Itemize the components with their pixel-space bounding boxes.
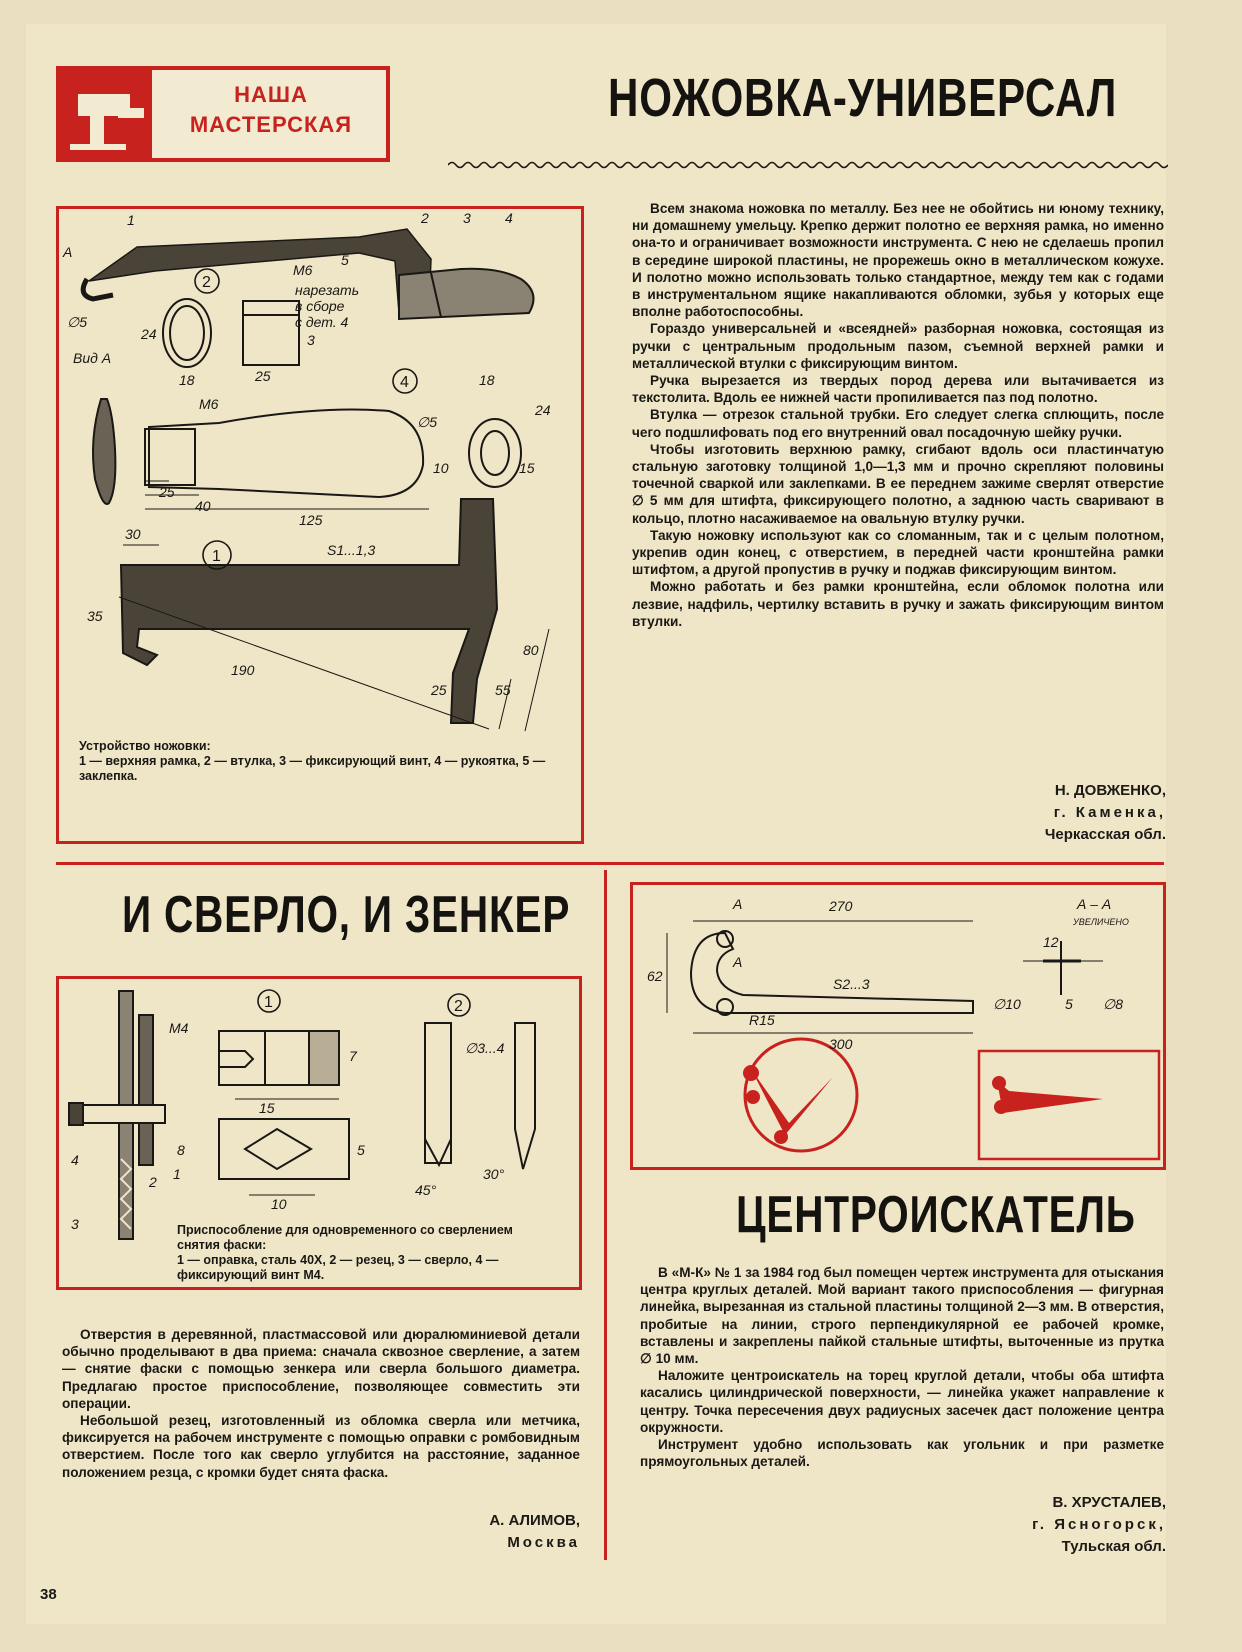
article3-body: В «М-К» № 1 за 1984 год был помещен черт… [640, 1265, 1164, 1470]
label-40: 40 [195, 498, 211, 514]
hacksaw-figure: 2 4 1 1 2 3 4 5 А ∅5 Вид А М6 нарезать в… [56, 206, 584, 844]
label-24: 24 [140, 326, 157, 342]
article1-city: г. Каменка, [1053, 804, 1166, 821]
section-divider [56, 862, 1164, 865]
article3-signature: В. ХРУСТАЛЕВ, г. Ясногорск, Тульская обл… [860, 1492, 1166, 1558]
label-80: 80 [523, 642, 539, 658]
label-d34: ∅3...4 [465, 1040, 505, 1056]
label-c1: 1 [264, 994, 273, 1011]
drill-figure: 1 2 М4 7 15 8 5 10 ∅3...4 45° 30° 1 2 3 … [56, 976, 582, 1290]
label-5: 5 [1065, 996, 1073, 1012]
label-10: 10 [271, 1196, 287, 1212]
label-r15: R15 [749, 1012, 775, 1028]
wavy-divider [448, 161, 1168, 169]
label-d10: ∅10 [993, 996, 1021, 1012]
magazine-page [26, 24, 1166, 1624]
article2-author: А. АЛИМОВ, [489, 1512, 580, 1529]
article1-body: Всем знакома ножовка по металлу. Без нее… [632, 201, 1164, 629]
label-25b: 25 [158, 484, 175, 500]
article1-signature: Н. ДОВЖЕНКО, г. Каменка, Черкасская обл. [800, 780, 1166, 846]
article2-title: И СВЕРЛО, И ЗЕНКЕР [122, 886, 571, 944]
label-circle-4: 4 [400, 374, 409, 391]
drill-caption: Приспособление для одновременного со све… [177, 1223, 513, 1282]
label-arrow-a: А [62, 244, 72, 260]
label-5: 5 [341, 252, 349, 268]
label-d5b: ∅5 [417, 414, 437, 430]
label-55: 55 [495, 682, 511, 698]
centerfinder-figure: А А 270 S2...3 62 R15 300 А – А УВЕЛИЧЕН… [630, 882, 1166, 1170]
article2-city: Москва [507, 1534, 580, 1551]
hacksaw-drawing: 2 4 1 1 2 3 4 5 А ∅5 Вид А М6 нарезать в… [62, 210, 551, 732]
article1-title: НОЖОВКА-УНИВЕРСАЛ [608, 68, 1118, 128]
label-190: 190 [231, 662, 255, 678]
label-m6b: М6 [199, 396, 219, 412]
label-m6: М6 [293, 262, 313, 278]
label-10: 10 [433, 460, 449, 476]
label-125: 125 [299, 512, 323, 528]
label-a2: А [732, 954, 742, 970]
label-5: 5 [357, 1142, 365, 1158]
article2-body: Отверстия в деревянной, пластмассовой ил… [62, 1327, 580, 1480]
workshop-icon [60, 70, 152, 158]
label-8: 8 [177, 1142, 185, 1158]
label-7: 7 [349, 1048, 358, 1064]
label-4: 4 [505, 210, 513, 226]
label-2: 2 [420, 210, 429, 226]
label-24b: 24 [534, 402, 551, 418]
label-30: 30 [125, 526, 141, 542]
label-enlarged: УВЕЛИЧЕНО [1072, 917, 1129, 927]
section-logo: НАША МАСТЕРСКАЯ [56, 66, 390, 162]
section-label: НАША МАСТЕРСКАЯ [189, 82, 353, 137]
label-25: 25 [254, 368, 271, 384]
label-15: 15 [519, 460, 535, 476]
label-p3: 3 [71, 1216, 79, 1232]
label-a1: А [732, 896, 742, 912]
label-p2: 2 [148, 1174, 157, 1190]
label-15: 15 [259, 1100, 275, 1116]
label-section: А – А [1076, 896, 1111, 912]
label-c2: 2 [454, 998, 463, 1015]
label-62: 62 [647, 968, 663, 984]
label-270: 270 [828, 898, 853, 914]
label-12: 12 [1043, 934, 1059, 950]
article3-city: г. Ясногорск, [1032, 1516, 1166, 1533]
article3-author: В. ХРУСТАЛЕВ, [1052, 1494, 1166, 1511]
label-p4: 4 [71, 1152, 79, 1168]
article1-author: Н. ДОВЖЕНКО, [1054, 782, 1166, 799]
label-m4: М4 [169, 1020, 189, 1036]
column-divider [604, 870, 607, 1560]
label-circle-1: 1 [212, 548, 221, 565]
label-1: 1 [127, 212, 135, 228]
centerfinder-drawing: А А 270 S2...3 62 R15 300 А – А УВЕЛИЧЕН… [647, 896, 1161, 1161]
label-3: 3 [463, 210, 471, 226]
label-s: S1...1,3 [327, 542, 375, 558]
label-view-a: Вид А [73, 350, 111, 366]
label-s23: S2...3 [833, 976, 870, 992]
label-note2: в сборе [295, 298, 345, 314]
label-18: 18 [179, 372, 195, 388]
label-300: 300 [829, 1036, 853, 1052]
label-p1: 1 [173, 1166, 181, 1182]
label-note3: с дет. 4 [295, 314, 349, 330]
page-number: 38 [40, 1586, 57, 1603]
label-18b: 18 [479, 372, 495, 388]
article1-region: Черкасская обл. [1044, 826, 1166, 843]
label-25c: 25 [430, 682, 447, 698]
article3-title: ЦЕНТРОИСКАТЕЛЬ [736, 1186, 1136, 1244]
label-3: 3 [307, 332, 315, 348]
hacksaw-caption: Устройство ножовки: 1 — верхняя рамка, 2… [79, 739, 546, 783]
label-d8: ∅8 [1103, 996, 1123, 1012]
article2-signature: А. АЛИМОВ, Москва [300, 1510, 580, 1554]
label-circle-2: 2 [202, 274, 211, 291]
label-d5: ∅5 [67, 314, 87, 330]
label-45: 45° [415, 1182, 437, 1198]
drill-drawing: 1 2 М4 7 15 8 5 10 ∅3...4 45° 30° 1 2 3 … [68, 989, 536, 1240]
article3-region: Тульская обл. [1061, 1538, 1166, 1555]
label-note1: нарезать [295, 282, 359, 298]
label-30: 30° [483, 1166, 505, 1182]
label-35: 35 [87, 608, 103, 624]
